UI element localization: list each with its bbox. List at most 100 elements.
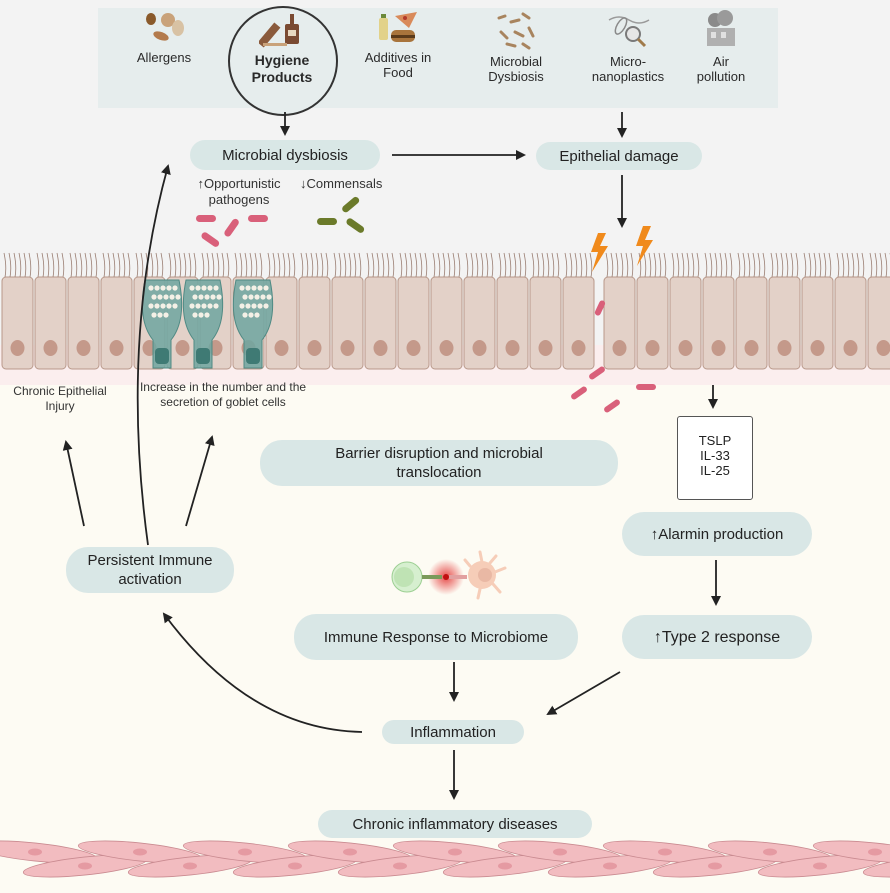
microvilli: [188, 252, 192, 278]
microvilli: [803, 252, 807, 278]
mucus-granule: [175, 294, 181, 300]
microvilli: [51, 252, 55, 278]
microvilli: [41, 252, 45, 278]
mucus-granule: [195, 285, 201, 291]
microvilli: [579, 252, 583, 278]
flow-arrows: [62, 112, 721, 800]
exposome-label: Allergens: [136, 50, 192, 65]
cell-nucleus: [76, 340, 91, 356]
node-alarmin-production: ↑Alarmin production: [622, 512, 812, 556]
muscle-nucleus: [133, 848, 147, 856]
epithelial-cell: [529, 276, 562, 370]
microvilli: [173, 252, 177, 278]
muscle-nucleus: [238, 848, 252, 856]
cell-nucleus: [340, 340, 355, 356]
microvilli: [884, 252, 888, 278]
microvilli: [432, 252, 436, 278]
microvilli: [244, 252, 248, 278]
mucus-granule: [169, 294, 175, 300]
microvilli: [338, 252, 342, 278]
microvilli: [358, 252, 362, 278]
microvilli: [79, 252, 83, 278]
node-label: Microbial dysbiosis: [222, 146, 348, 164]
microvilli: [178, 252, 182, 278]
microvilli: [785, 252, 789, 278]
mucus-granule: [251, 285, 257, 291]
exposome-label: Hygiene Products: [251, 52, 313, 85]
epithelial-cell: [702, 276, 735, 370]
immune-cell-interaction-icon: [391, 550, 507, 600]
node-immune-response: Immune Response to Microbiome: [294, 614, 578, 660]
epithelial-cell: [768, 276, 801, 370]
muscle-nucleus: [393, 862, 407, 870]
microvilli: [686, 252, 690, 278]
node-label: Barrier disruption and microbial translo…: [335, 445, 543, 481]
mucus-granule: [207, 303, 213, 309]
microvilli: [457, 252, 461, 278]
cell-nucleus: [678, 340, 693, 356]
microvilli: [546, 252, 550, 278]
epithelial-cell: [463, 276, 496, 370]
microvilli: [221, 252, 225, 278]
food-additives-icon: [379, 12, 417, 42]
microvilli: [8, 252, 12, 278]
cell-nucleus: [43, 340, 58, 356]
microvilli: [376, 252, 380, 278]
microvilli: [310, 252, 314, 278]
microvilli: [879, 252, 883, 278]
microvilli: [343, 252, 347, 278]
microvilli: [503, 252, 507, 278]
microvilli: [790, 252, 794, 278]
epithelial-cell: [735, 276, 768, 370]
mucus-granule: [242, 294, 248, 300]
muscle-nucleus: [288, 862, 302, 870]
alarmin-tslp: TSLP: [698, 433, 732, 448]
microvilli: [747, 252, 751, 278]
microvilli: [348, 252, 352, 278]
mucus-granule: [254, 312, 260, 318]
epithelial-cell: [834, 276, 867, 370]
microvilli: [112, 252, 116, 278]
epithelial-cell: [34, 276, 67, 370]
microvilli: [737, 252, 741, 278]
microvilli: [206, 252, 210, 278]
microvilli: [643, 252, 647, 278]
muscle-nucleus: [448, 848, 462, 856]
muscle-nucleus: [28, 848, 42, 856]
mucus-granule: [160, 285, 166, 291]
microvilli: [127, 252, 131, 278]
microvilli: [168, 252, 172, 278]
microvilli: [366, 252, 370, 278]
epithelial-cell: [364, 276, 397, 370]
arrow-persistent-to-dysbiosis: [136, 164, 171, 546]
microvilli: [353, 252, 357, 278]
microvilli: [267, 252, 271, 278]
mucus-granule: [166, 285, 172, 291]
microvilli: [452, 252, 456, 278]
node-label: Epithelial damage: [559, 147, 679, 165]
node-label: ↑Type 2 response: [653, 628, 781, 646]
arrow-type2-to-inflammation: [546, 671, 621, 716]
microvilli: [135, 252, 139, 278]
microvilli: [518, 252, 522, 278]
microvilli: [630, 252, 634, 278]
microvilli: [823, 252, 827, 278]
mucus-granule: [213, 303, 219, 309]
mucus-granule: [245, 285, 251, 291]
node-barrier-disruption: Barrier disruption and microbial translo…: [260, 440, 618, 486]
epithelial-cell: [636, 276, 669, 370]
exposome-food-additives: Additives in Food: [356, 10, 440, 80]
microvilli: [719, 252, 723, 278]
mucus-granule: [160, 303, 166, 309]
microvilli: [648, 252, 652, 278]
node-label: Persistent Immune activation: [87, 552, 213, 588]
microvilli: [46, 252, 50, 278]
microvilli: [696, 252, 700, 278]
node-inflammation: Inflammation: [382, 720, 524, 744]
microvilli: [84, 252, 88, 278]
muscle-cell: [862, 854, 890, 878]
epithelial-layer: [1, 252, 890, 370]
epithelial-cell: [298, 276, 331, 370]
mucus-granule: [210, 294, 216, 300]
